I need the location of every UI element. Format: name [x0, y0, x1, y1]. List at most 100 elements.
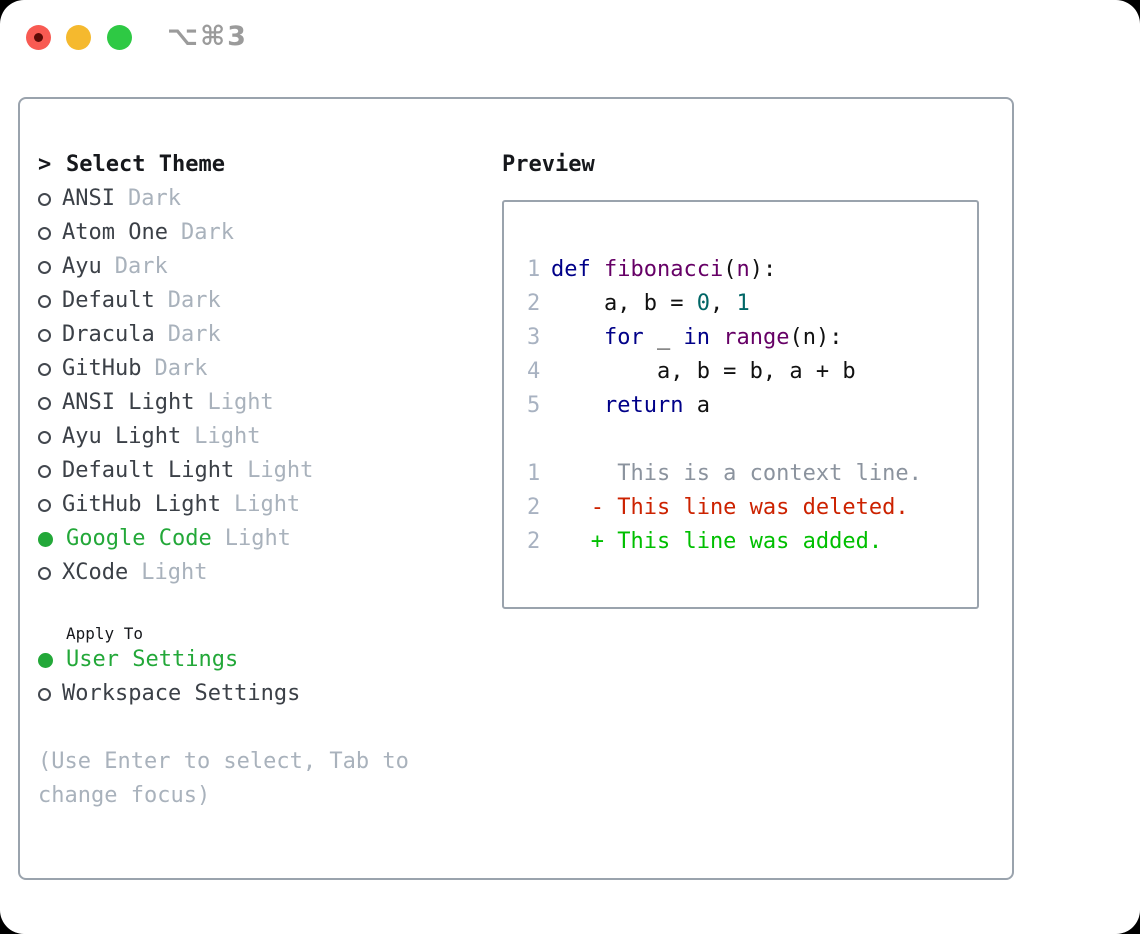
line-number: 3	[527, 325, 541, 350]
theme-name: GitHub	[62, 356, 142, 381]
theme-list-title: Select Theme	[66, 152, 225, 177]
radio-icon	[38, 498, 51, 512]
theme-name: Ayu	[62, 254, 102, 279]
theme-variant: Dark	[167, 288, 221, 313]
theme-name: Default	[62, 288, 155, 313]
line-content: This is a context line.	[551, 457, 922, 491]
theme-variant: Dark	[114, 254, 168, 279]
preview-blank-line	[504, 423, 977, 457]
code-line: 2 a, b = 0, 1	[504, 287, 977, 321]
line-content: - This line was deleted.	[551, 491, 909, 525]
code-line: 3 for _ in range(n):	[504, 321, 977, 355]
line-number: 4	[527, 359, 541, 384]
minimize-button[interactable]	[66, 25, 91, 50]
theme-option-ayu-light[interactable]: Ayu Light Light	[38, 420, 492, 454]
radio-icon	[38, 192, 51, 206]
close-button[interactable]	[26, 25, 51, 50]
theme-option-ayu[interactable]: Ayu Dark	[38, 250, 492, 284]
code-token: + This line was added.	[551, 529, 883, 554]
theme-variant: Dark	[154, 356, 208, 381]
code-token: fibonacci	[604, 257, 724, 282]
preview-diff: 1 This is a context line.2 - This line w…	[504, 457, 977, 559]
code-token	[710, 325, 723, 350]
line-number: 5	[527, 393, 541, 418]
radio-icon	[38, 226, 51, 240]
code-token: return	[603, 393, 684, 418]
line-content: + This line was added.	[551, 525, 882, 559]
code-token: 0	[696, 291, 710, 316]
code-token: a	[683, 393, 710, 418]
line-number: 2	[527, 529, 541, 554]
radio-selected-icon	[38, 531, 53, 547]
code-token	[551, 393, 604, 418]
zoom-button[interactable]	[107, 25, 132, 50]
theme-option-ansi-light[interactable]: ANSI Light Light	[38, 386, 492, 420]
line-content: a, b = b, a + b	[551, 355, 856, 389]
diff-line: 2 + This line was added.	[504, 525, 977, 559]
theme-variant: Light	[194, 424, 261, 449]
line-number: 2	[527, 495, 541, 520]
code-token: This is a context line.	[551, 461, 922, 486]
code-token	[591, 257, 604, 282]
theme-name: ANSI Light	[62, 390, 195, 415]
code-line: 5 return a	[504, 389, 977, 423]
theme-name: Ayu Light	[62, 424, 182, 449]
theme-option-default-light[interactable]: Default Light Light	[38, 454, 492, 488]
diff-line: 1 This is a context line.	[504, 457, 977, 491]
radio-icon	[38, 430, 51, 444]
radio-icon	[38, 328, 51, 342]
code-token: for	[603, 325, 644, 350]
radio-selected-icon	[38, 652, 53, 668]
radio-icon	[38, 362, 51, 376]
radio-icon	[38, 566, 51, 580]
apply-option-workspace-settings[interactable]: Workspace Settings	[38, 677, 492, 711]
code-token: (	[723, 257, 737, 282]
theme-option-default[interactable]: Default Dark	[38, 284, 492, 318]
code-token: a, b = b, a + b	[551, 359, 856, 384]
prompt-caret: >	[38, 152, 52, 177]
line-number: 1	[527, 461, 541, 486]
theme-variant: Light	[233, 492, 301, 517]
theme-name: XCode	[62, 560, 129, 585]
code-token	[551, 325, 604, 350]
theme-name: GitHub Light	[62, 492, 221, 517]
theme-variant: Dark	[167, 322, 221, 347]
line-content: return a	[551, 389, 710, 423]
theme-name: Google Code	[66, 526, 212, 551]
code-token: in	[683, 325, 710, 350]
theme-option-github[interactable]: GitHub Dark	[38, 352, 492, 386]
line-number: 1	[527, 257, 541, 282]
keyboard-hint: (Use Enter to select, Tab to change focu…	[38, 749, 409, 808]
titlebar: ⌥⌘3	[0, 0, 1140, 75]
code-token: (n):	[789, 325, 843, 350]
preview-title: Preview	[502, 152, 595, 177]
radio-icon	[38, 464, 51, 478]
diff-line: 2 - This line was deleted.	[504, 491, 977, 525]
theme-option-github-light[interactable]: GitHub Light Light	[38, 488, 492, 522]
theme-variant: Dark	[180, 220, 234, 245]
radio-icon	[38, 687, 51, 701]
code-token: _	[643, 325, 684, 350]
close-dot-icon	[34, 33, 43, 42]
window-shortcut-label: ⌥⌘3	[167, 21, 248, 52]
line-content: a, b = 0, 1	[551, 287, 750, 321]
theme-variant: Light	[247, 458, 314, 483]
apply-option-user-settings[interactable]: User Settings	[38, 643, 492, 677]
theme-variant: Light	[207, 390, 274, 415]
apply-option-label: User Settings	[66, 647, 239, 672]
theme-option-xcode[interactable]: XCode Light	[38, 556, 492, 590]
theme-variant: Light	[141, 560, 208, 585]
theme-name: Default Light	[62, 458, 235, 483]
apply-option-label: Workspace Settings	[62, 681, 301, 706]
